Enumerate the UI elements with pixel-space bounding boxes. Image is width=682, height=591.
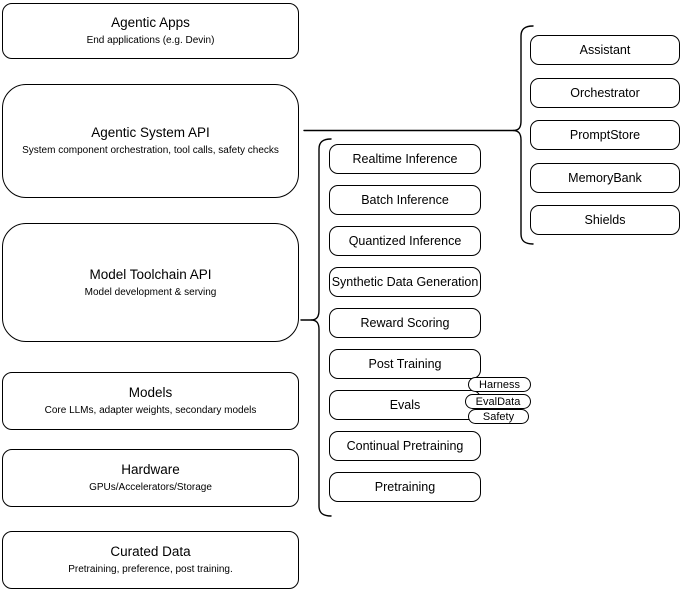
box-memorybank: MemoryBank bbox=[530, 162, 680, 193]
box-title: Models bbox=[128, 385, 173, 400]
box-label: MemoryBank bbox=[568, 170, 642, 185]
box-continual-pretraining: Continual Pretraining bbox=[329, 431, 481, 461]
pill-label: Safety bbox=[482, 410, 515, 423]
box-subtitle: End applications (e.g. Devin) bbox=[86, 35, 215, 46]
box-title: Agentic Apps bbox=[111, 15, 190, 30]
box-label: PromptStore bbox=[569, 128, 641, 142]
box-orchestrator: Orchestrator bbox=[530, 77, 680, 108]
box-curated-data: Curated Data Pretraining, preference, po… bbox=[2, 531, 299, 589]
box-subtitle: Pretraining, preference, post training. bbox=[68, 564, 233, 575]
box-label: Batch Inference bbox=[361, 193, 449, 207]
box-post-training: Post Training bbox=[329, 349, 481, 379]
pill-label: Harness bbox=[479, 378, 520, 391]
box-reward-scoring: Reward Scoring bbox=[329, 308, 481, 338]
box-subtitle: Core LLMs, adapter weights, secondary mo… bbox=[44, 405, 257, 416]
components-column: Assistant Orchestrator PromptStore Memor… bbox=[530, 35, 680, 235]
box-label: Evals bbox=[389, 398, 421, 412]
box-subtitle: GPUs/Accelerators/Storage bbox=[89, 482, 212, 493]
box-label: Shields bbox=[584, 213, 626, 227]
box-label: Realtime Inference bbox=[352, 152, 458, 166]
box-label: Pretraining bbox=[374, 480, 436, 494]
pill-label: EvalData bbox=[475, 395, 521, 408]
box-model-toolchain-api: Model Toolchain API Model development & … bbox=[2, 223, 299, 342]
box-label: Continual Pretraining bbox=[346, 439, 464, 453]
box-label: Quantized Inference bbox=[348, 234, 462, 248]
box-promptstore: PromptStore bbox=[530, 120, 680, 150]
box-label: Post Training bbox=[368, 357, 442, 371]
box-assistant: Assistant bbox=[530, 35, 680, 65]
box-subtitle: System component orchestration, tool cal… bbox=[22, 145, 279, 156]
box-label: Synthetic Data Generation bbox=[331, 275, 479, 289]
pill-harness: Harness bbox=[468, 377, 531, 392]
box-hardware: Hardware GPUs/Accelerators/Storage bbox=[2, 449, 299, 507]
box-label: Reward Scoring bbox=[360, 316, 450, 330]
pill-safety: Safety bbox=[468, 409, 529, 424]
box-agentic-system-api: Agentic System API System component orch… bbox=[2, 84, 299, 198]
box-title: Hardware bbox=[121, 462, 180, 477]
box-subtitle: Model development & serving bbox=[84, 286, 217, 298]
box-evals: Evals bbox=[329, 390, 481, 420]
brace-toolchain-items bbox=[310, 138, 332, 517]
box-pretraining: Pretraining bbox=[329, 472, 481, 502]
box-shields: Shields bbox=[530, 205, 680, 235]
box-quantized-inference: Quantized Inference bbox=[329, 226, 481, 256]
box-title: Curated Data bbox=[110, 544, 191, 559]
box-title: Model Toolchain API bbox=[89, 266, 212, 282]
box-label: Assistant bbox=[579, 43, 631, 57]
box-agentic-apps: Agentic Apps End applications (e.g. Devi… bbox=[2, 3, 299, 59]
box-batch-inference: Batch Inference bbox=[329, 185, 481, 215]
box-synthetic-data-generation: Synthetic Data Generation bbox=[329, 267, 481, 297]
pill-evaldata: EvalData bbox=[465, 394, 531, 409]
box-realtime-inference: Realtime Inference bbox=[329, 144, 481, 174]
box-label: Orchestrator bbox=[570, 85, 640, 100]
toolchain-column: Realtime Inference Batch Inference Quant… bbox=[329, 144, 481, 502]
box-models: Models Core LLMs, adapter weights, secon… bbox=[2, 372, 299, 430]
box-title: Agentic System API bbox=[91, 125, 210, 140]
